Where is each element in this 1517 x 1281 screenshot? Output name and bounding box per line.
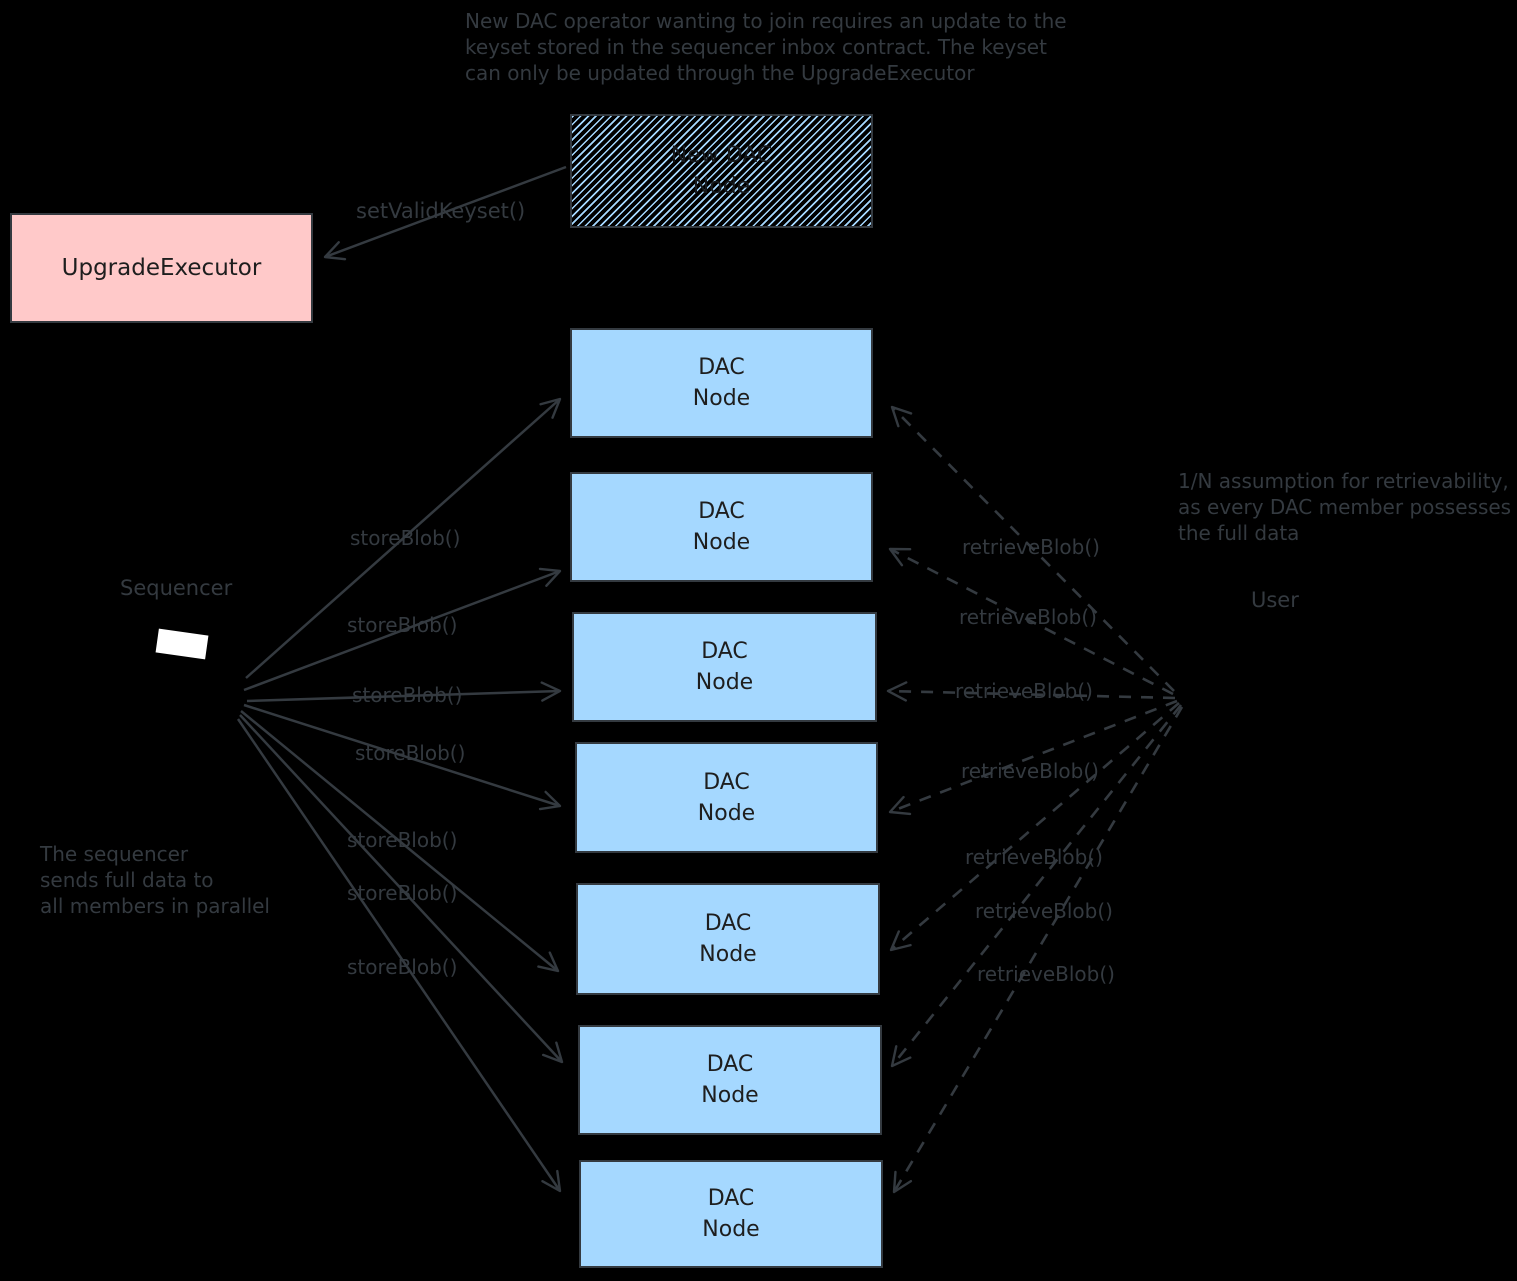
dac-node-label-line1: DAC: [701, 639, 748, 664]
store-blob-arrow-3: [246, 681, 562, 703]
left-note: The sequencer sends full data to all mem…: [40, 841, 270, 919]
right-note-line: 1/N assumption for retrievability,: [1178, 469, 1509, 493]
retrieve-blob-arrow-1: [890, 405, 1175, 692]
retrieve-blob-arrow-5: [889, 702, 1180, 952]
new-dac-node-box: New DAC Node: [570, 114, 873, 228]
right-note-line: the full data: [1178, 521, 1300, 545]
store-blob-label-1: storeBlob(): [350, 526, 461, 550]
new-dac-node-label-line1: New DAC: [670, 143, 773, 168]
store-blob-arrow-6: [239, 714, 564, 1064]
right-note-line: as every DAC member possesses: [1178, 495, 1512, 519]
retrieve-blob-label-7: retrieveBlob(): [977, 962, 1115, 986]
top-note: New DAC operator wanting to join require…: [465, 8, 1067, 86]
dac-node-label-line2: Node: [695, 670, 754, 695]
retrieve-blob-label-1: retrieveBlob(): [962, 535, 1100, 559]
dac-node-label-line2: Node: [692, 530, 751, 555]
dac-node-label-line1: DAC: [698, 355, 745, 380]
dac-node-box-2: DAC Node: [570, 472, 873, 582]
store-blob-label-6: storeBlob(): [347, 881, 458, 905]
upgrade-executor-label: UpgradeExecutor: [61, 254, 262, 281]
top-note-line: can only be updated through the UpgradeE…: [465, 61, 975, 85]
retrieve-blob-label-6: retrieveBlob(): [975, 899, 1113, 923]
dac-node-label-line1: DAC: [707, 1186, 755, 1211]
store-blob-arrow-2: [243, 567, 562, 692]
dac-node-label-line1: DAC: [706, 1052, 754, 1077]
dac-node-label-line1: DAC: [704, 911, 752, 936]
retrieve-blob-arrow-2: [888, 547, 1174, 696]
retrieve-blob-arrow-4: [888, 699, 1178, 816]
left-note-line: sends full data to: [40, 868, 214, 892]
retrieve-blob-label-5: retrieveBlob(): [965, 845, 1103, 869]
store-blob-label-4: storeBlob(): [355, 741, 466, 765]
user-label: User: [1251, 588, 1299, 612]
dac-node-label-line2: Node: [692, 386, 751, 411]
retrieve-blob-label-2: retrieveBlob(): [959, 605, 1097, 629]
upgrade-executor-box: UpgradeExecutor: [10, 213, 313, 323]
dac-node-box-7: DAC Node: [579, 1160, 883, 1268]
dac-node-box-3: DAC Node: [572, 612, 877, 722]
left-note-line: all members in parallel: [40, 894, 270, 918]
retrieve-blob-arrow-7: [892, 706, 1184, 1194]
dac-node-label-line1: DAC: [703, 769, 750, 795]
store-blob-label-5: storeBlob(): [347, 828, 458, 852]
set-valid-keyset-arrow: [323, 165, 567, 261]
top-note-line: keyset stored in the sequencer inbox con…: [465, 35, 1047, 59]
dac-node-box-6: DAC Node: [578, 1025, 882, 1135]
store-blob-arrow-1: [245, 397, 562, 679]
store-blob-label-2: storeBlob(): [347, 613, 458, 637]
dac-node-label-line1: DAC: [698, 499, 745, 524]
dac-node-label-line2: Node: [699, 942, 757, 967]
store-blob-arrow-7: [236, 718, 562, 1193]
top-note-line: New DAC operator wanting to join require…: [465, 9, 1067, 33]
dac-node-box-4: DAC Node: [575, 742, 878, 853]
retrieve-blob-arrow-6: [890, 704, 1183, 1068]
set-valid-keyset-label: setValidKeyset(): [356, 199, 526, 223]
dac-node-label-line2: Node: [702, 1217, 760, 1242]
left-note-line: The sequencer: [40, 842, 189, 866]
store-blob-arrow-5: [240, 710, 560, 973]
retrieve-blob-label-3: retrieveBlob(): [955, 679, 1093, 703]
dac-node-box-1: DAC Node: [570, 328, 873, 438]
new-dac-node-label-line2: Node: [692, 174, 751, 199]
retrieve-blob-arrow-3: [886, 681, 1176, 702]
store-blob-label-3: storeBlob(): [352, 683, 463, 707]
dac-node-box-5: DAC Node: [576, 883, 880, 995]
dac-node-label-line2: Node: [701, 1083, 759, 1108]
retrieve-blob-label-4: retrieveBlob(): [961, 759, 1099, 783]
sequencer-label: Sequencer: [120, 576, 233, 600]
store-blob-arrow-4: [243, 703, 562, 811]
dac-node-label-line2: Node: [697, 800, 756, 826]
right-note: 1/N assumption for retrievability, as ev…: [1178, 468, 1511, 546]
store-blob-label-7: storeBlob(): [347, 955, 458, 979]
